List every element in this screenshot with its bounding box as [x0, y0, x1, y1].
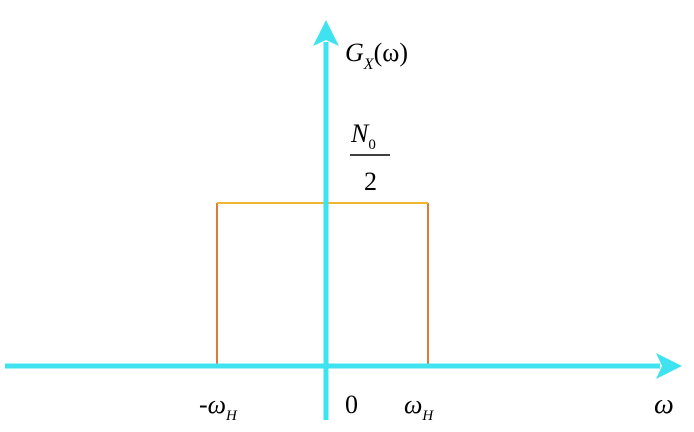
- x-axis-arrowhead: [656, 353, 682, 379]
- y-axis-arrowhead: [313, 20, 339, 46]
- pos-cutoff-label: ωH: [404, 390, 434, 424]
- origin-label: 0: [345, 390, 358, 419]
- x-axis-label: ω: [654, 389, 674, 420]
- level-denominator: 2: [364, 167, 377, 196]
- neg-cutoff-label: -ωH: [199, 390, 238, 424]
- y-axis-label: GX(ω): [345, 38, 408, 73]
- level-numerator: N0: [350, 119, 376, 153]
